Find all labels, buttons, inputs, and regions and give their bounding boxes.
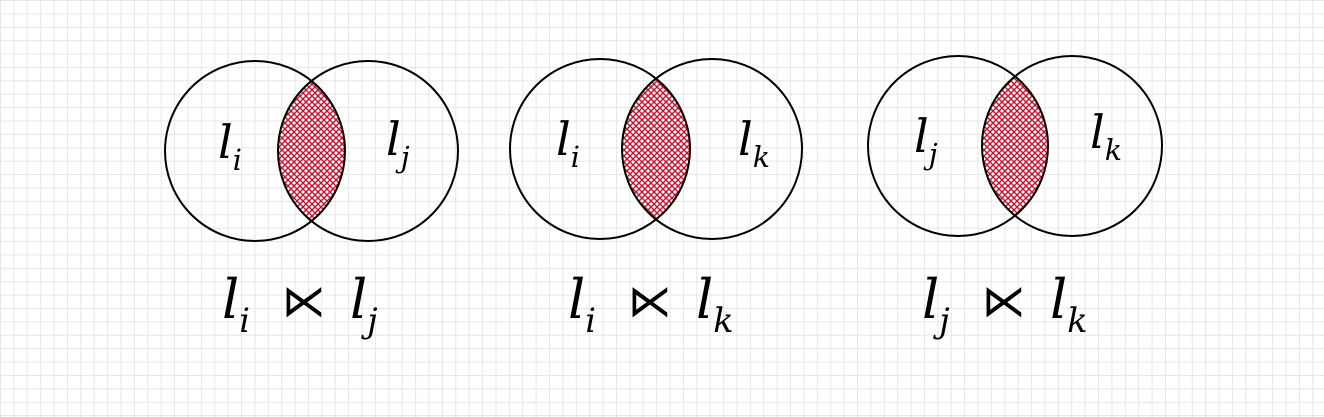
caption-right-operand-base: l	[350, 268, 367, 331]
left-set-label-base: l	[556, 112, 571, 166]
caption-left-operand-subscript: i	[585, 301, 596, 340]
left-set-label: li	[556, 112, 580, 174]
right-set-circle	[277, 60, 459, 242]
caption-right-operand: lk	[696, 268, 734, 340]
right-set-label-base: l	[386, 112, 401, 166]
intersection-region	[278, 80, 346, 222]
caption-left-operand: li	[222, 268, 250, 340]
caption-left-operand: li	[568, 268, 596, 340]
right-set-circle	[981, 55, 1163, 237]
right-set-label: lk	[738, 112, 770, 174]
left-set-label-base: l	[914, 109, 929, 163]
intersection-region	[622, 78, 690, 220]
semijoin-operator: ⋉	[982, 276, 1026, 327]
semijoin-caption: lj⋉lk	[922, 268, 1088, 340]
caption-right-operand: lj	[350, 268, 378, 340]
semijoin-caption: li⋉lj	[222, 268, 378, 340]
right-set-label: lj	[386, 112, 410, 174]
caption-right-operand-subscript: k	[713, 301, 733, 340]
left-set-circle	[867, 55, 1049, 237]
caption-left-operand-base: l	[222, 268, 239, 331]
left-set-label: lj	[914, 109, 938, 171]
left-set-label: li	[218, 115, 242, 177]
caption-right-operand-base: l	[1050, 268, 1067, 331]
caption-right-operand-subscript: k	[1067, 301, 1087, 340]
caption-right-operand-base: l	[696, 268, 713, 331]
right-set-label: lk	[1090, 105, 1122, 167]
intersection-region	[982, 76, 1049, 216]
caption-left-operand-base: l	[922, 268, 939, 331]
semijoin-operator: ⋉	[282, 276, 326, 327]
right-set-label-base: l	[1090, 105, 1105, 159]
semijoin-operator: ⋉	[628, 276, 672, 327]
left-set-label-subscript: i	[233, 144, 242, 177]
left-set-label-base: l	[218, 115, 233, 169]
right-set-label-subscript: k	[753, 141, 770, 174]
right-set-circle	[621, 58, 803, 240]
right-set-label-subscript: k	[1105, 134, 1122, 167]
semijoin-caption: li⋉lk	[568, 268, 734, 340]
left-set-circle	[164, 60, 346, 242]
caption-left-operand: lj	[922, 268, 950, 340]
right-set-label-base: l	[738, 112, 753, 166]
caption-left-operand-subscript: i	[239, 301, 250, 340]
caption-left-operand-base: l	[568, 268, 585, 331]
left-set-label-subscript: i	[571, 141, 580, 174]
caption-right-operand: lk	[1050, 268, 1088, 340]
left-set-circle	[509, 58, 691, 240]
